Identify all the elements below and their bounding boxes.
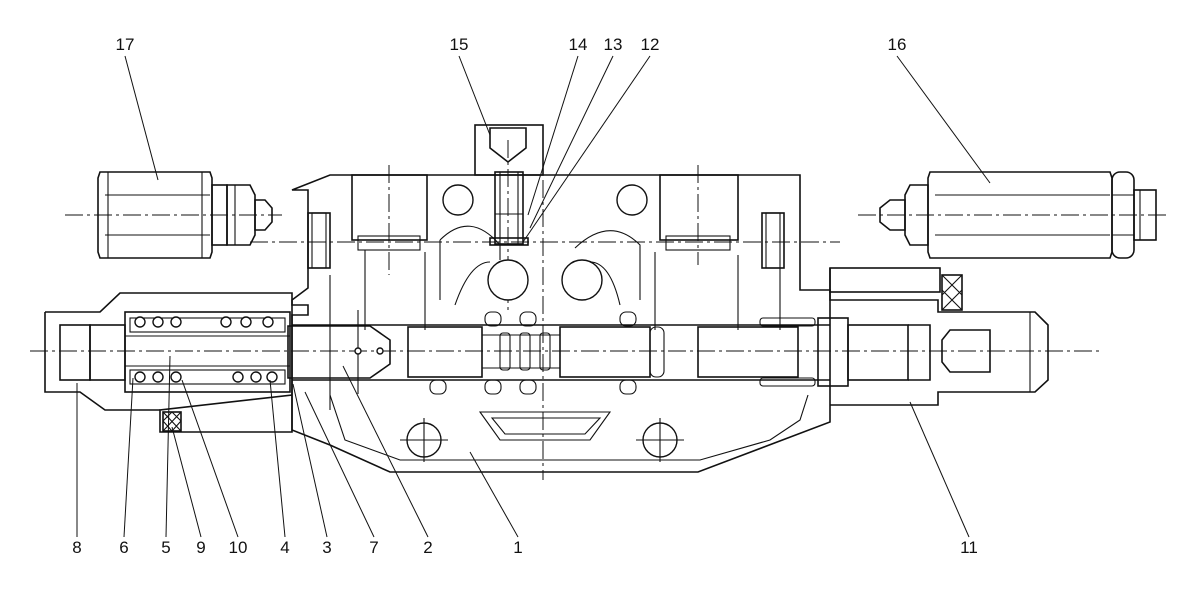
- spring-coil: [240, 316, 252, 328]
- callout-label: 17: [116, 35, 135, 54]
- spring-coil: [250, 371, 262, 383]
- right-cap: [817, 267, 1049, 406]
- callout-leader: [522, 55, 651, 243]
- spring-coil: [134, 316, 146, 328]
- callout-label: 13: [604, 35, 623, 54]
- callout-label: 16: [888, 35, 907, 54]
- left-relief-valve: [97, 171, 273, 259]
- callout-label: 8: [72, 538, 81, 557]
- callout-leader: [292, 383, 328, 538]
- callout-leader: [123, 377, 134, 538]
- callout-label: 10: [229, 538, 248, 557]
- callout-leader: [469, 451, 519, 538]
- callout-leader: [269, 379, 286, 538]
- spring-coil: [170, 316, 182, 328]
- callout-label: 5: [161, 538, 170, 557]
- callout-label: 9: [196, 538, 205, 557]
- callout-label: 4: [280, 538, 289, 557]
- spring-coil: [232, 371, 244, 383]
- callout-leader: [458, 55, 491, 136]
- spring-coil: [152, 371, 164, 383]
- callout-leader: [529, 55, 614, 229]
- top-plug: [474, 124, 544, 246]
- callout-leader: [527, 55, 579, 216]
- callout-label: 12: [641, 35, 660, 54]
- callout-leader: [181, 379, 239, 538]
- callout-label: 1: [513, 538, 522, 557]
- center-lines: [30, 140, 1168, 480]
- callout-label: 15: [450, 35, 469, 54]
- callout-label: 11: [960, 538, 978, 557]
- callout-label: 14: [569, 35, 588, 54]
- left-spring-cap: [44, 292, 391, 433]
- callout-label: 7: [369, 538, 378, 557]
- callout-label: 6: [119, 538, 128, 557]
- callout-label: 2: [423, 538, 432, 557]
- springs: [134, 316, 278, 383]
- callout-leader: [124, 55, 159, 181]
- spring-coil: [170, 371, 182, 383]
- callout-leader: [304, 391, 375, 538]
- spring-coil: [262, 316, 274, 328]
- callout-leader: [909, 401, 970, 538]
- spring-coil: [134, 371, 146, 383]
- callout-leader: [342, 365, 429, 538]
- spring-coil: [152, 316, 164, 328]
- callout-leader: [896, 55, 991, 184]
- spring-coil: [220, 316, 232, 328]
- spring-coil: [266, 371, 278, 383]
- body-holes: [400, 184, 684, 462]
- callout-label: 3: [322, 538, 331, 557]
- right-relief-valve: [879, 171, 1157, 259]
- callout-leader: [165, 355, 171, 538]
- valve-body: [291, 174, 831, 473]
- callout-leader: [171, 426, 202, 538]
